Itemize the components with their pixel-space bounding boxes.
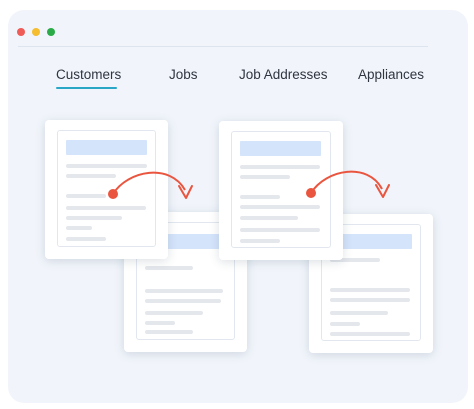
text-line (330, 298, 410, 302)
text-line (145, 330, 193, 334)
text-line (240, 216, 298, 220)
maximize-dot[interactable] (47, 28, 55, 36)
text-line (66, 216, 122, 220)
tab-customers[interactable]: Customers (56, 67, 122, 82)
text-line (240, 228, 320, 232)
document-page (57, 130, 156, 247)
text-line (330, 332, 410, 336)
document-header-bar (330, 234, 412, 249)
document-card-front-left (45, 120, 168, 259)
text-line (145, 289, 223, 293)
tab-jobs[interactable]: Jobs (169, 67, 198, 82)
text-line (66, 226, 92, 230)
text-line (66, 174, 116, 178)
document-page (231, 131, 331, 248)
text-line (145, 299, 221, 303)
text-line (330, 311, 388, 315)
text-line (330, 322, 360, 326)
document-card-front-right (219, 121, 343, 260)
text-line (145, 311, 203, 315)
tab-appliances[interactable]: Appliances (358, 67, 425, 82)
text-line (240, 165, 320, 169)
text-line (66, 194, 106, 198)
text-line (330, 288, 410, 292)
document-page (321, 224, 421, 341)
text-line (330, 258, 380, 262)
tab-job-addresses[interactable]: Job Addresses (239, 67, 328, 82)
text-line (66, 164, 147, 168)
document-card-back-right (309, 214, 433, 353)
text-line (240, 239, 280, 243)
window-controls (17, 28, 55, 36)
document-header-bar (66, 140, 147, 155)
text-line (240, 195, 280, 199)
text-line (145, 266, 193, 270)
minimize-dot[interactable] (32, 28, 40, 36)
close-dot[interactable] (17, 28, 25, 36)
text-line (145, 321, 175, 325)
document-header-bar (240, 141, 321, 156)
text-line (240, 175, 290, 179)
active-tab-indicator (56, 87, 117, 89)
text-line (240, 205, 320, 209)
text-line (66, 237, 106, 241)
titlebar-divider (18, 46, 428, 47)
text-line (66, 206, 146, 210)
